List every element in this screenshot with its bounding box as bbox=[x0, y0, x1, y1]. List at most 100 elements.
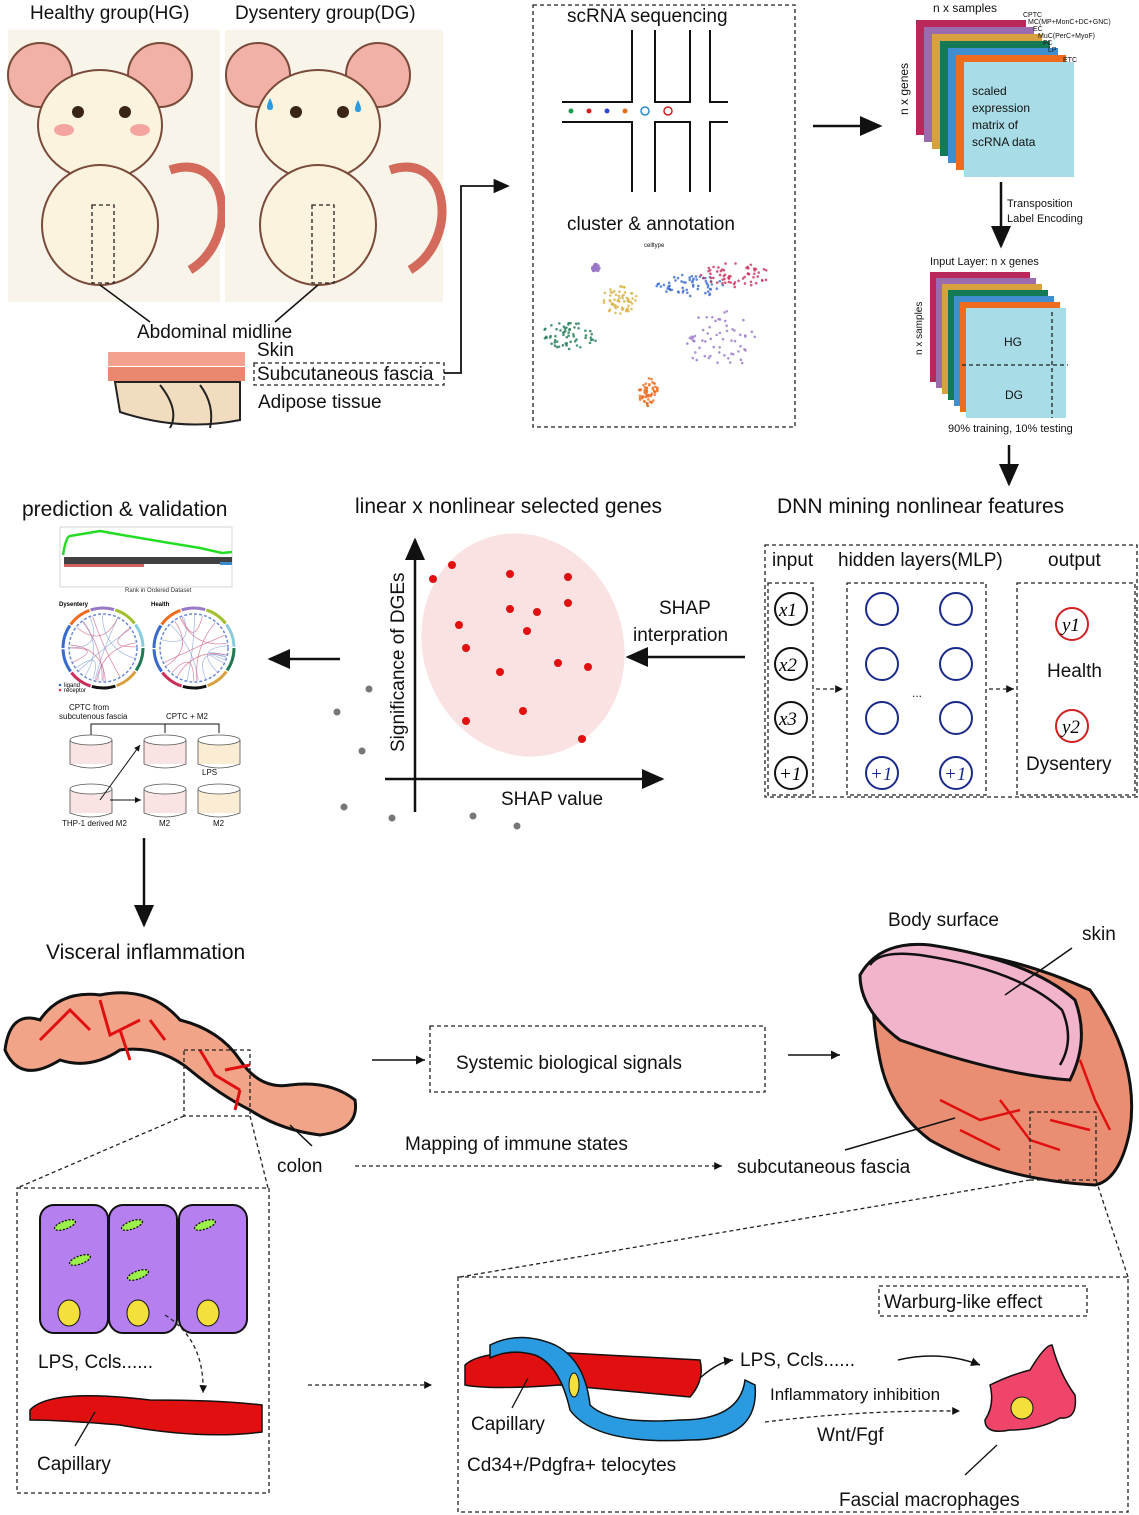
umap-cell bbox=[550, 324, 553, 327]
umap-cell bbox=[663, 284, 666, 287]
umap-cell bbox=[567, 331, 570, 334]
matrix-layer-label: ETC bbox=[1063, 57, 1077, 64]
umap-cell bbox=[751, 331, 754, 334]
matrix-layer-label: MC(MP+MonC+DC+GNC) bbox=[1028, 19, 1111, 26]
selected-gene-point bbox=[519, 707, 527, 715]
umap-cell bbox=[645, 382, 648, 385]
umap-cell bbox=[590, 333, 593, 336]
umap-cell bbox=[627, 310, 630, 313]
chord-link bbox=[182, 616, 203, 632]
umap-cell bbox=[707, 267, 710, 270]
umap-cell bbox=[642, 384, 645, 387]
umap-cell bbox=[677, 277, 680, 280]
umap-cell bbox=[716, 361, 719, 364]
umap-cell bbox=[603, 301, 606, 304]
input-layer-label: Input Layer: n x genes bbox=[930, 256, 1039, 268]
umap-cell bbox=[761, 279, 764, 282]
umap-cell bbox=[559, 329, 562, 332]
selected-gene-point bbox=[462, 717, 470, 725]
cell-nucleus bbox=[197, 1300, 219, 1326]
cell-nucleus bbox=[127, 1300, 149, 1326]
gene-point bbox=[334, 709, 341, 716]
umap-cell bbox=[634, 299, 637, 302]
chord-title-dysentery: Dysentery bbox=[59, 602, 89, 608]
umap-cell bbox=[695, 359, 698, 362]
umap-cell bbox=[555, 328, 558, 331]
umap-cell bbox=[623, 300, 626, 303]
matrix-label-1: scaled bbox=[972, 84, 1007, 98]
hidden-bias-2: +1 bbox=[944, 764, 966, 785]
umap-cell bbox=[554, 344, 557, 347]
umap-title: celltype bbox=[644, 243, 665, 249]
umap-cell bbox=[613, 305, 616, 308]
umap-cell bbox=[730, 339, 733, 342]
umap-cell bbox=[609, 288, 612, 291]
umap-cell bbox=[688, 279, 691, 282]
chord-sector bbox=[115, 610, 134, 624]
input-nodes: x1 x2 x3 +1 bbox=[775, 593, 807, 789]
umap-cell bbox=[718, 280, 721, 283]
umap-cell bbox=[728, 277, 731, 280]
selected-gene-point bbox=[455, 621, 463, 629]
gene-point bbox=[389, 815, 396, 822]
umap-cell bbox=[568, 329, 571, 332]
chord-sector bbox=[182, 608, 206, 610]
umap-cell bbox=[609, 294, 612, 297]
legend-receptor: receptor bbox=[64, 688, 86, 694]
input-node-x1: x1 bbox=[778, 600, 797, 621]
umap-cell bbox=[712, 277, 715, 280]
umap-cell bbox=[603, 299, 606, 302]
umap-cell bbox=[753, 267, 756, 270]
chord-sector bbox=[226, 624, 234, 646]
umap-cell bbox=[697, 285, 700, 288]
umap-cell bbox=[710, 283, 713, 286]
umap-cell bbox=[717, 318, 720, 321]
dysentery-mouse bbox=[225, 30, 443, 302]
output-label-dysentery: Dysentery bbox=[1026, 754, 1112, 775]
umap-cell bbox=[577, 322, 580, 325]
umap-cell bbox=[631, 297, 634, 300]
umap-cell bbox=[604, 292, 607, 295]
well-label-m2-1: M2 bbox=[159, 819, 171, 828]
umap-cell bbox=[668, 282, 671, 285]
fascia-label: Subcutaneous fascia bbox=[257, 364, 434, 385]
umap-cell bbox=[544, 327, 547, 330]
dnn-input-title: input bbox=[772, 550, 814, 571]
umap-cell bbox=[688, 276, 691, 279]
umap-cell bbox=[716, 281, 719, 284]
umap-cell bbox=[653, 390, 656, 393]
umap-cell bbox=[714, 320, 717, 323]
umap-cell bbox=[765, 269, 768, 272]
healthy-mouse bbox=[8, 30, 222, 302]
colon-label: colon bbox=[277, 1156, 322, 1177]
umap-cell bbox=[597, 269, 600, 272]
umap-cell bbox=[645, 388, 648, 391]
umap-cell bbox=[753, 273, 756, 276]
umap-cell bbox=[681, 286, 684, 289]
umap-cell bbox=[702, 329, 705, 332]
umap-cell bbox=[623, 286, 626, 289]
umap-cell bbox=[691, 275, 694, 278]
samples-label: n x samples bbox=[933, 1, 997, 15]
umap-cell bbox=[698, 347, 701, 350]
expression-matrix-stack: CPTCMC(MP+MonC+DC+GNC)ECMuC(PerC+MyoF)FC… bbox=[916, 12, 1111, 177]
umap-cell bbox=[576, 344, 579, 347]
selected-gene-point bbox=[429, 575, 437, 583]
umap-cell bbox=[631, 302, 634, 305]
well-rim bbox=[198, 784, 240, 794]
umap-cell bbox=[763, 268, 766, 271]
umap-cell bbox=[554, 339, 557, 342]
umap-cell bbox=[720, 270, 723, 273]
umap-cell bbox=[740, 358, 743, 361]
chord-link bbox=[177, 654, 226, 677]
selected-gene-point bbox=[554, 659, 562, 667]
umap-cell bbox=[704, 292, 707, 295]
umap-cell bbox=[565, 326, 568, 329]
chord-link bbox=[166, 621, 182, 666]
visceral-inflammation-title: Visceral inflammation bbox=[46, 941, 245, 964]
umap-cell bbox=[709, 292, 712, 295]
umap-cell bbox=[624, 291, 627, 294]
cptc-from-label: CPTC from bbox=[69, 703, 109, 712]
umap-cell bbox=[728, 281, 731, 284]
x-axis-label: SHAP value bbox=[501, 789, 603, 810]
